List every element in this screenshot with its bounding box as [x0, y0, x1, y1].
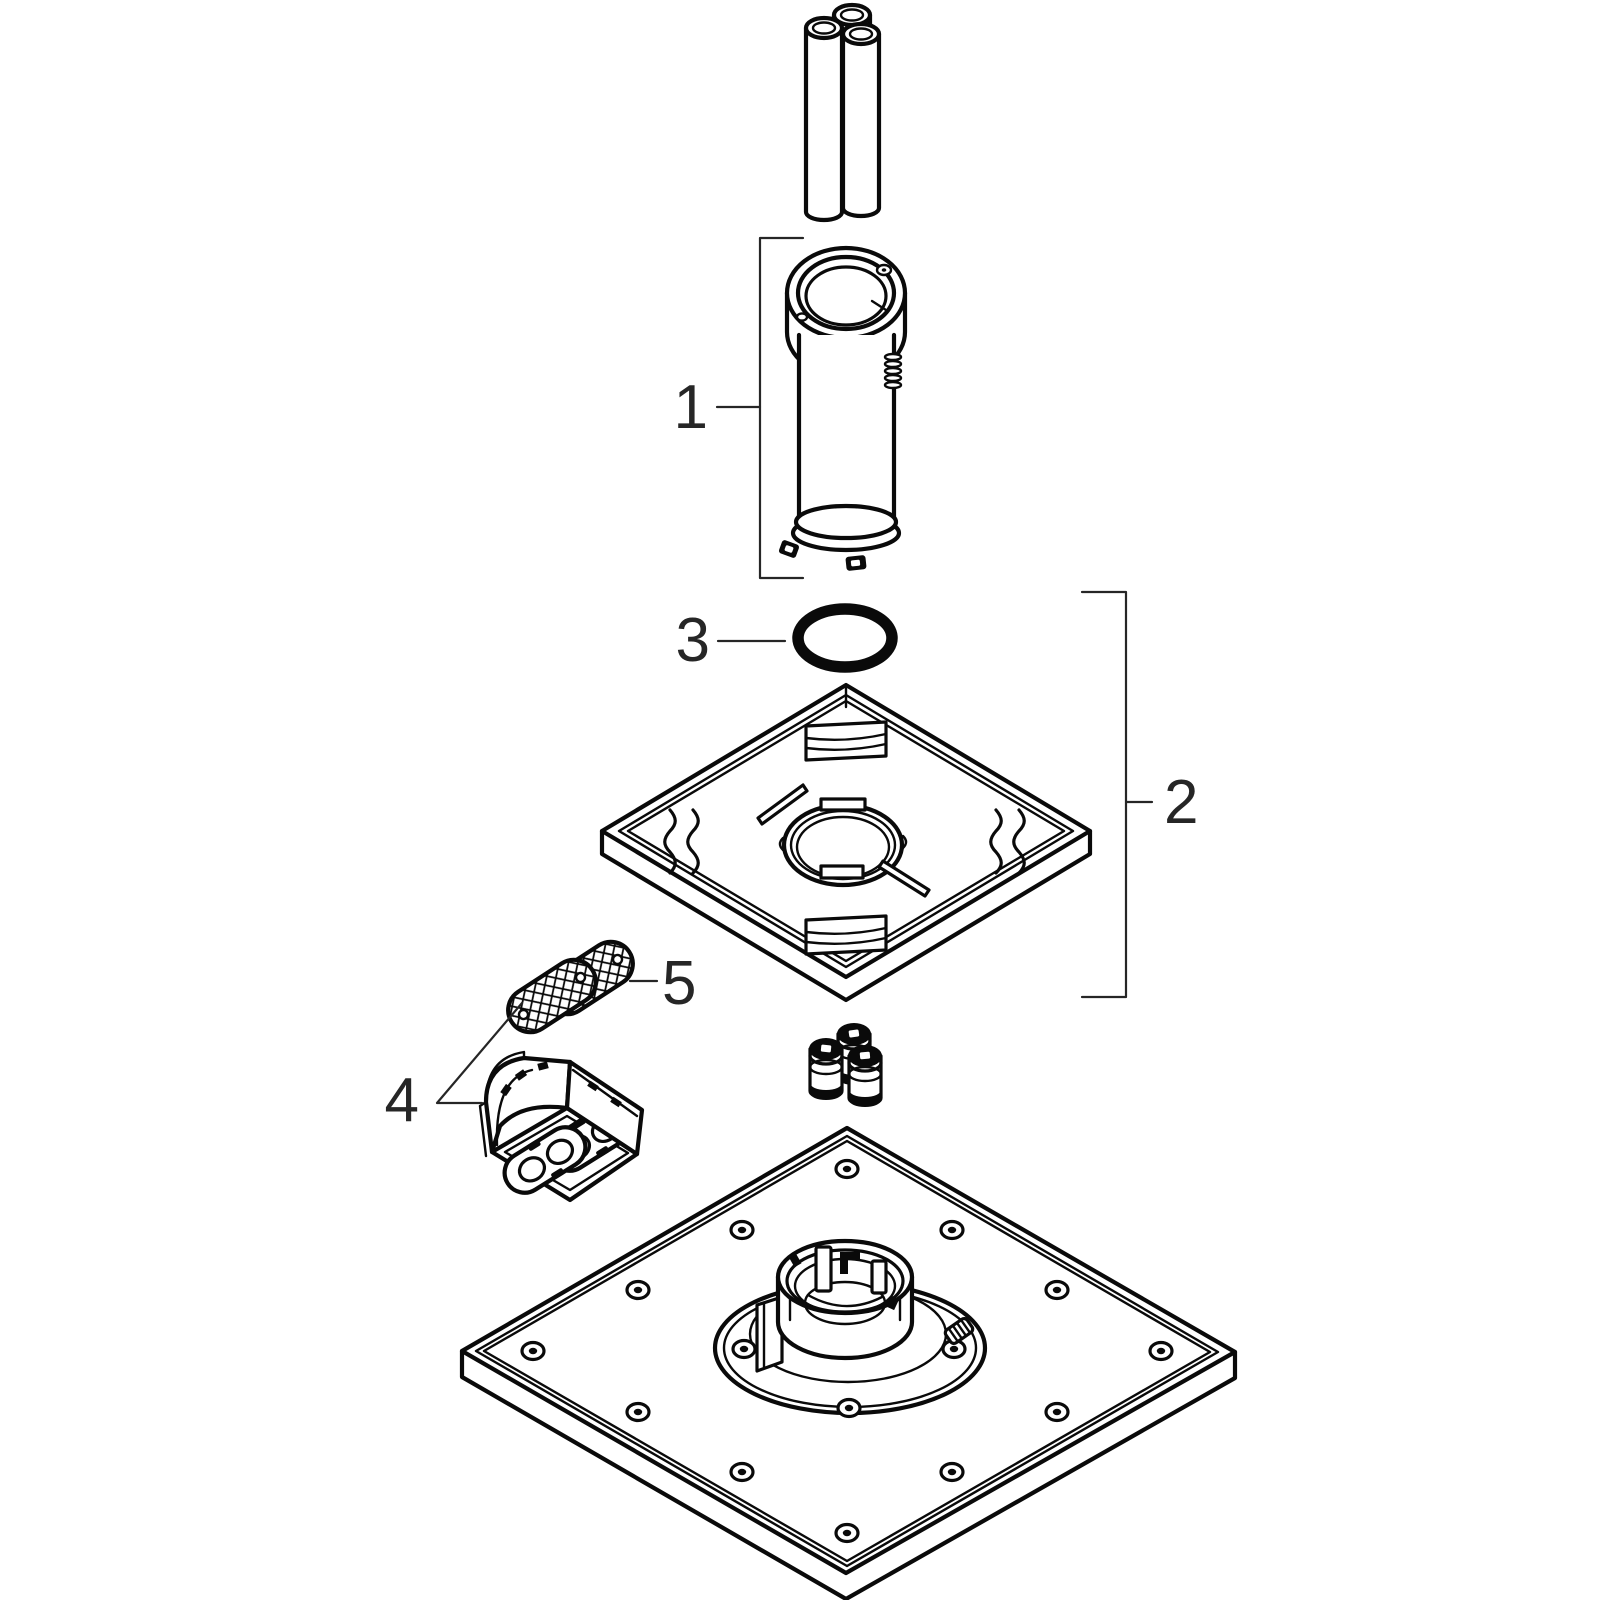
callout-4-leader [435, 1001, 524, 1105]
corner-bracket [478, 1050, 645, 1203]
part-label-3: 3 [676, 606, 710, 675]
centre-flange [712, 1238, 988, 1419]
part-label-1: 1 [674, 373, 708, 442]
callout-2: 2 [1080, 590, 1198, 999]
housing-cylinder [778, 245, 908, 571]
callout-2-bracket [1080, 590, 1128, 999]
o-ring [792, 603, 898, 673]
supply-pipes [803, 2, 882, 223]
callout-3: 3 [676, 606, 787, 675]
part-label-4: 4 [385, 1066, 419, 1135]
base-plate [459, 1125, 1238, 1600]
callout-1: 1 [674, 236, 805, 580]
hose-connectors [808, 1023, 883, 1107]
part-label-5: 5 [662, 949, 696, 1018]
frame-centre-ring [778, 797, 908, 888]
callout-4: 4 [385, 1001, 524, 1135]
callout-5: 5 [628, 949, 696, 1018]
set-screw [943, 1316, 975, 1346]
side-spring [883, 352, 903, 390]
cover-frame [599, 682, 1093, 1003]
part-label-2: 2 [1164, 768, 1198, 837]
mesh-filter-gaskets [500, 933, 641, 1040]
